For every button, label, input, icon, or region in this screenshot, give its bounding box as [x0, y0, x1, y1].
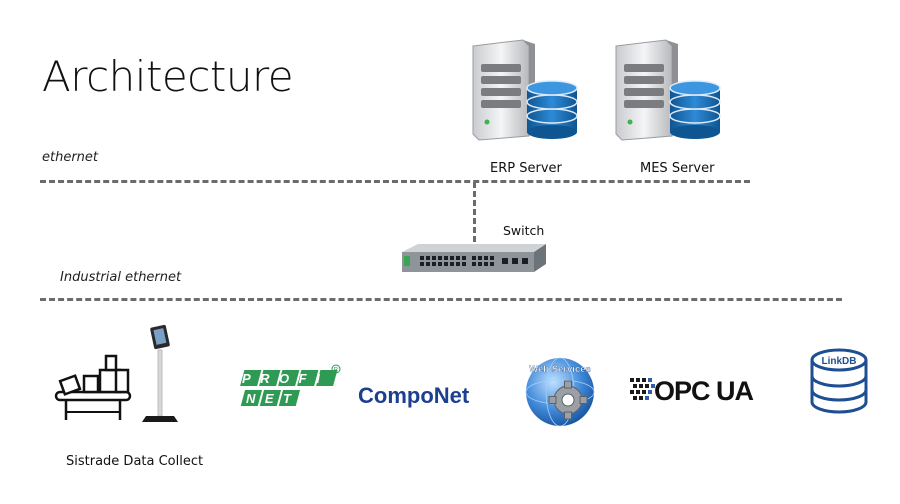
- data-collect-kiosk-icon: [54, 320, 194, 430]
- ethernet-line: [40, 180, 750, 183]
- profinet-logo: PROFI NET R: [232, 364, 344, 414]
- mes-server-label: MES Server: [640, 161, 715, 176]
- server-database-icon: [608, 36, 728, 146]
- ethernet-label: ethernet: [42, 150, 99, 165]
- opc-ua-logo: OPC UA: [628, 372, 780, 408]
- network-switch-icon: [398, 242, 548, 278]
- opc-ua-text: OPC UA: [654, 376, 754, 406]
- profinet-logo-text-top: PROFI: [242, 371, 329, 386]
- industrial-ethernet-label: Industrial ethernet: [60, 270, 182, 285]
- web-services-text: Web Services: [529, 364, 591, 375]
- componet-logo-text: CompoNet: [358, 383, 470, 408]
- server-database-icon: [465, 36, 585, 146]
- switch-label: Switch: [503, 223, 545, 238]
- industrial-ethernet-line: [40, 298, 842, 301]
- svg-text:R: R: [334, 367, 339, 373]
- page-title: Architecture: [42, 52, 294, 101]
- web-services-gear-icon: Web Services: [524, 356, 600, 428]
- switch-uplink-line: [473, 182, 476, 242]
- erp-server-label: ERP Server: [490, 161, 562, 176]
- componet-logo: CompoNet: [358, 380, 498, 412]
- linkdb-database-icon: LinkDB: [808, 348, 870, 414]
- profinet-logo-text-bottom: NET: [246, 391, 301, 406]
- sistrade-data-collect-label: Sistrade Data Collect: [66, 454, 204, 469]
- linkdb-text: LinkDB: [822, 356, 857, 367]
